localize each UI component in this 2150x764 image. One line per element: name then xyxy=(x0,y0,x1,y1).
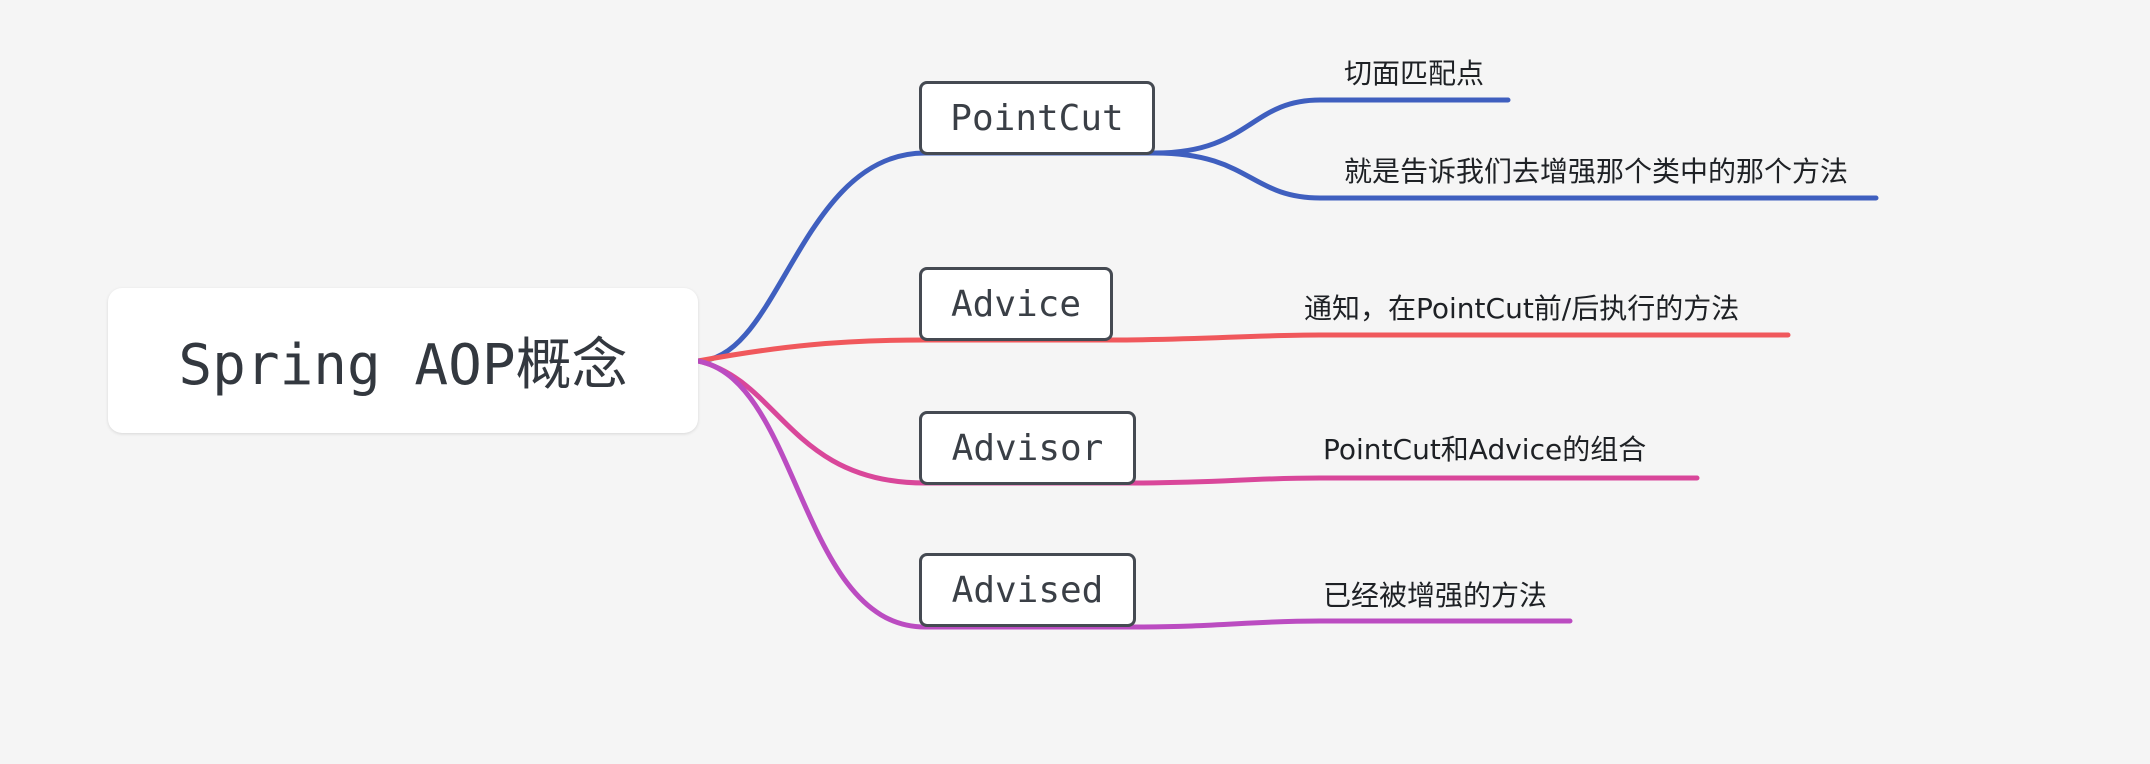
connector-root-advice xyxy=(695,332,1791,364)
connector-pointcut-leaf-2 xyxy=(1152,150,1879,201)
subtopic-advice-description[interactable]: 通知，在PointCut前/后执行的方法 xyxy=(1304,292,1740,325)
topic-advised[interactable]: Advised xyxy=(919,553,1136,627)
subtopic-advised-description[interactable]: 已经被增强的方法 xyxy=(1323,579,1548,612)
topic-advice[interactable]: Advice xyxy=(919,267,1113,341)
central-topic[interactable]: Spring AOP概念 xyxy=(108,288,698,433)
connector-root-pointcut xyxy=(695,150,1158,364)
connector-root-advised xyxy=(695,358,1573,630)
subtopic-advisor-description[interactable]: PointCut和Advice的组合 xyxy=(1323,433,1647,466)
subtopic-pointcut-description[interactable]: 就是告诉我们去增强那个类中的那个方法 xyxy=(1344,155,1849,188)
subtopic-pointcut-match-point[interactable]: 切面匹配点 xyxy=(1344,57,1485,90)
topic-pointcut[interactable]: PointCut xyxy=(919,81,1155,155)
connector-pointcut-leaf-1 xyxy=(1152,97,1511,156)
topic-advisor[interactable]: Advisor xyxy=(919,411,1136,485)
